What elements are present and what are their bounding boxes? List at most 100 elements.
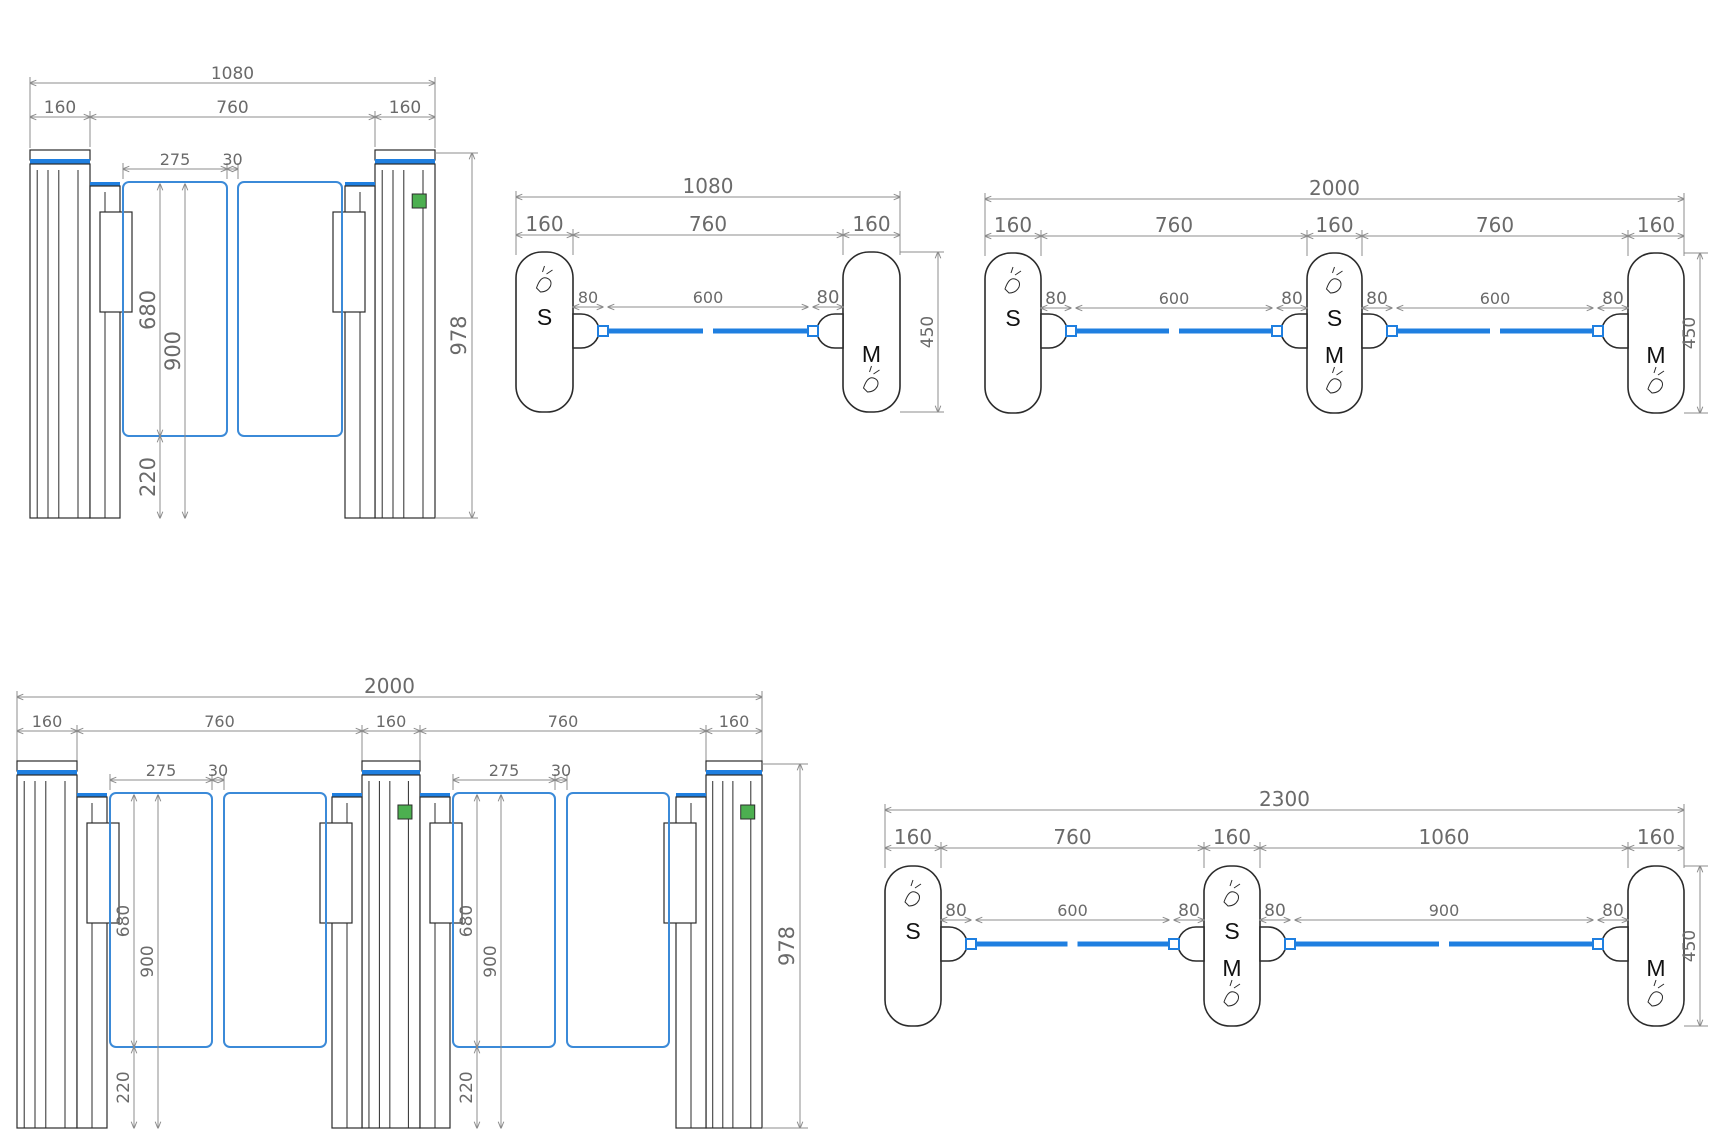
dim-passage-label: 760 [689, 212, 727, 236]
dim-segment-0-label: 160 [894, 825, 932, 849]
middle-unit-housing [1306, 252, 1363, 414]
lane1-left-inner-sensor-housing [429, 822, 463, 924]
right-unit-label-bottom: M [862, 341, 881, 367]
lane1-left-arm-hinge [1386, 325, 1398, 337]
dim-segment-4-label: 160 [719, 712, 750, 731]
dim-lane0-arm-left-label: 80 [945, 901, 967, 921]
middle-unit-card-reader-top-icon [1325, 266, 1343, 294]
middle-unit-card-reader-bottom-icon [1223, 979, 1241, 1007]
dim-glass-gap-label: 30 [222, 150, 242, 169]
left-unit-label-top: S [905, 918, 920, 944]
right-pillar-body [705, 774, 763, 1129]
dim-barrier-label: 600 [693, 288, 724, 307]
middle-unit-housing [1203, 865, 1261, 1027]
dim-lane0-barrier-label: 600 [1057, 901, 1088, 920]
right-unit-label-bottom: M [1646, 342, 1665, 368]
dim-lane0-bottom-clearance-label: 220 [114, 1071, 134, 1103]
middle-pillar-cap [361, 760, 421, 772]
dim-segment-3-label: 760 [1476, 213, 1514, 237]
dim-glass-height-label: 680 [136, 290, 160, 330]
right-unit-housing [1627, 252, 1685, 414]
dim-segment-4-label: 160 [1637, 825, 1675, 849]
dim-segment-4-label: 160 [1637, 213, 1675, 237]
left-unit-label-top: S [1005, 305, 1020, 331]
middle-pillar-light-strip [362, 770, 420, 775]
dim-lane0-barrier-label: 600 [1159, 289, 1190, 308]
dim-lane1-arm-right-label: 80 [1602, 289, 1624, 309]
middle-unit-label-top: S [1327, 305, 1342, 331]
right-pillar-body [374, 163, 436, 519]
dim-overall-label: 2000 [1309, 176, 1360, 200]
dim-segment-1-label: 760 [1155, 213, 1193, 237]
middle-unit-label-bottom: M [1325, 342, 1344, 368]
dim-lane0-arm-left-label: 80 [1045, 289, 1067, 309]
dim-right-unit-label: 160 [852, 212, 890, 236]
middle-unit-label-top: S [1224, 918, 1239, 944]
left-inner-light [90, 182, 120, 186]
right-pillar-cap [705, 760, 763, 772]
dim-overall-label: 1080 [211, 64, 254, 84]
lane0-left-arm-motor [1040, 313, 1068, 349]
dim-lane0-arm-right-label: 80 [1281, 289, 1303, 309]
dim-overall-label: 2300 [1259, 787, 1310, 811]
right-unit-card-reader-bottom-icon [1647, 366, 1665, 394]
dim-segment-1-label: 760 [1053, 825, 1091, 849]
left-arm-motor [572, 313, 600, 349]
dim-left-arm-label: 80 [578, 288, 598, 307]
left-pillar-light-strip [17, 770, 77, 775]
dim-lane0-glass-gap-label: 30 [208, 761, 228, 780]
dim-passage-label: 760 [216, 98, 248, 118]
right-unit-label-bottom: M [1646, 955, 1665, 981]
lane1-right-arm-hinge [1592, 938, 1604, 950]
right-arm-motor [816, 313, 844, 349]
dim-bottom-clearance-label: 220 [136, 457, 160, 497]
dim-lane0-arm-right-label: 80 [1178, 901, 1200, 921]
dim-segment-1-label: 760 [204, 712, 235, 731]
lane0-right-glass [223, 792, 327, 1048]
lane1-right-arm-hinge [1592, 325, 1604, 337]
left-pillar-light-strip [30, 159, 90, 164]
dim-lane1-barrier-label: 900 [1429, 901, 1460, 920]
lane0-left-arm-hinge [965, 938, 977, 950]
dim-overall-label: 2000 [364, 674, 415, 698]
right-pillar-indicator [740, 804, 756, 820]
lane1-right-arm-motor [1601, 313, 1629, 349]
dim-lane1-arm-right-label: 80 [1602, 901, 1624, 921]
lane0-right-arm-motor [1280, 313, 1308, 349]
lane1-right-arm-motor [1601, 926, 1629, 962]
right-inner-light [345, 182, 375, 186]
dim-lane1-barrier-label: 600 [1480, 289, 1511, 308]
dim-depth-label: 450 [1680, 317, 1700, 349]
middle-pillar-indicator [397, 804, 413, 820]
left-pillar-cap [29, 149, 91, 161]
lane0-right-arm-hinge [1168, 938, 1180, 950]
left-unit-housing [515, 251, 574, 413]
lane1-right-inner-light [676, 793, 706, 797]
dim-lane0-glass-width-label: 275 [146, 761, 177, 780]
lane0-left-arm-hinge [1065, 325, 1077, 337]
lane0-left-inner-sensor-housing [86, 822, 120, 924]
left-arm-hinge [597, 325, 609, 337]
right-glass-panel [237, 181, 343, 437]
right-pillar-light-strip [375, 159, 435, 164]
dim-segment-2-label: 160 [1213, 825, 1251, 849]
right-arm-hinge [807, 325, 819, 337]
dim-segment-3-label: 760 [548, 712, 579, 731]
dim-panel-height-label: 900 [161, 331, 185, 371]
lane0-left-inner-light [77, 793, 107, 797]
left-pillar-body [16, 774, 78, 1129]
left-unit-card-reader-top-icon [904, 879, 922, 907]
right-unit-housing [842, 251, 901, 413]
lane1-left-arm-hinge [1284, 938, 1296, 950]
dim-right-pillar-label: 160 [389, 98, 421, 118]
dim-lane1-arm-left-label: 80 [1264, 901, 1286, 921]
right-pillar-light-strip [706, 770, 762, 775]
dim-glass-width-label: 275 [160, 150, 191, 169]
dim-lane1-glass-width-label: 275 [489, 761, 520, 780]
left-unit-housing [984, 252, 1042, 414]
